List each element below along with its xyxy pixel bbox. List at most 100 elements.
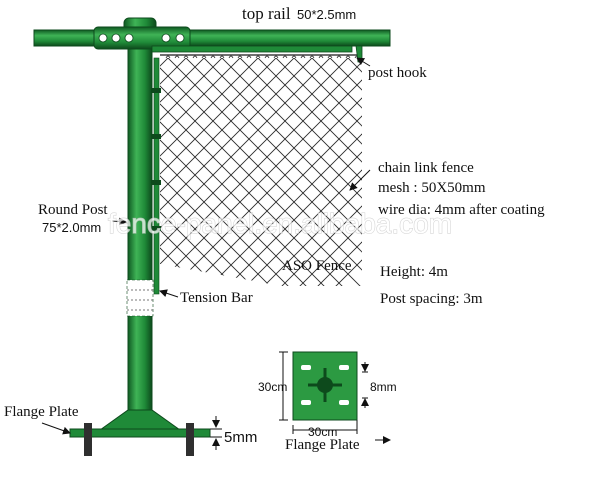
mesh-wire bbox=[160, 58, 313, 286]
mesh-knuckle bbox=[300, 55, 306, 59]
mesh-wire bbox=[160, 58, 362, 286]
mesh-wire bbox=[160, 58, 197, 286]
mesh-wire bbox=[247, 58, 362, 286]
mesh-wire bbox=[510, 40, 600, 320]
mesh-knuckle bbox=[273, 55, 279, 59]
mesh-wire bbox=[0, 40, 78, 320]
mesh-wire bbox=[0, 40, 124, 320]
mesh-wire bbox=[0, 40, 42, 320]
mesh-wire bbox=[185, 58, 362, 286]
plate-height-label: 30cm bbox=[258, 380, 287, 394]
thickness-label: 5mm bbox=[224, 429, 257, 446]
flange-plate-detail-label: Flange Plate bbox=[285, 437, 360, 453]
post-hook-clips bbox=[151, 88, 161, 231]
flange-gusset bbox=[98, 409, 182, 431]
mesh-knuckle bbox=[246, 55, 252, 59]
mesh-wire bbox=[0, 40, 142, 320]
mesh-wire bbox=[564, 40, 600, 320]
flange-plate-label-left: Flange Plate bbox=[4, 404, 79, 420]
mesh-knuckle bbox=[228, 55, 234, 59]
mesh-wire bbox=[0, 40, 6, 320]
mesh-size-label: mesh : 50X50mm bbox=[378, 180, 486, 196]
fence-side-bar bbox=[153, 57, 160, 295]
mesh-knuckle bbox=[345, 55, 351, 59]
mesh-wire bbox=[0, 40, 114, 320]
mesh-knuckle bbox=[309, 55, 315, 59]
mesh-knuckle bbox=[318, 55, 324, 59]
mesh-wire bbox=[160, 58, 359, 286]
mesh-wire bbox=[160, 58, 251, 286]
hook-clip bbox=[151, 180, 161, 185]
mesh-wire bbox=[160, 58, 241, 286]
mesh-wire bbox=[203, 58, 362, 286]
mesh-wire bbox=[0, 40, 96, 320]
mesh-wire bbox=[311, 58, 362, 286]
thickness-dimension bbox=[210, 416, 222, 450]
mesh-wire bbox=[0, 40, 24, 320]
mesh-wire bbox=[211, 58, 362, 286]
mesh-wire bbox=[229, 58, 362, 286]
detail-dimensions bbox=[279, 351, 391, 444]
post-hook-label: post hook bbox=[368, 65, 427, 81]
aso-fence-label: ASO Fence bbox=[282, 258, 352, 274]
mesh-wire bbox=[257, 58, 362, 286]
mesh-wire bbox=[0, 40, 106, 320]
mesh-wire bbox=[293, 58, 362, 286]
mesh-knuckle bbox=[255, 55, 261, 59]
mesh-knuckle bbox=[183, 55, 189, 59]
mesh-wire bbox=[167, 58, 362, 286]
mesh-knuckle bbox=[174, 55, 180, 59]
mesh-wire bbox=[193, 58, 362, 286]
mesh-wire bbox=[160, 58, 349, 286]
top-rail-size: 50*2.5mm bbox=[297, 7, 356, 22]
detail-slots bbox=[301, 365, 349, 405]
watermark: fence-panel.en.alibaba.com bbox=[108, 208, 452, 239]
connector-bolt-holes bbox=[98, 33, 185, 43]
mesh-knuckle bbox=[327, 55, 333, 59]
mesh-knuckle bbox=[201, 55, 207, 59]
mesh-wire bbox=[160, 58, 277, 286]
leader-lines bbox=[41, 57, 371, 435]
mesh-wire bbox=[160, 58, 362, 286]
mesh-wire bbox=[160, 58, 341, 286]
mesh-wire bbox=[0, 40, 70, 320]
chain-link-fence-label: chain link fence bbox=[378, 160, 474, 176]
mesh-wire bbox=[0, 40, 34, 320]
anchor-bolts bbox=[84, 423, 194, 456]
mesh-wire bbox=[160, 58, 362, 286]
mesh-wire bbox=[492, 40, 600, 320]
mesh-knuckle bbox=[192, 55, 198, 59]
mesh-knuckle bbox=[237, 55, 243, 59]
mesh-wire bbox=[474, 40, 600, 320]
mesh-wire bbox=[221, 58, 362, 286]
round-post-label: Round Post bbox=[38, 202, 108, 218]
mesh-wire bbox=[160, 58, 305, 286]
mesh-knuckle bbox=[165, 55, 171, 59]
mesh-wire bbox=[0, 40, 52, 320]
rail-connector bbox=[93, 26, 191, 50]
mesh-wire bbox=[160, 58, 223, 286]
mesh-wire bbox=[239, 58, 362, 286]
mesh-knuckle bbox=[219, 55, 225, 59]
mesh-knuckle bbox=[210, 55, 216, 59]
chain-link-mesh bbox=[0, 40, 600, 320]
hole-size-label: 8mm bbox=[370, 380, 397, 394]
hook-clip bbox=[151, 134, 161, 139]
mesh-wire bbox=[160, 58, 323, 286]
mesh-knuckle bbox=[282, 55, 288, 59]
mesh-top-knuckles bbox=[165, 55, 360, 59]
mesh-wire bbox=[301, 58, 362, 286]
mesh-wire bbox=[0, 40, 60, 320]
round-post-size: 75*2.0mm bbox=[42, 220, 101, 235]
top-rail bbox=[33, 29, 391, 47]
hook-clip bbox=[151, 88, 161, 93]
mesh-wire bbox=[582, 40, 600, 320]
mesh-wire bbox=[0, 40, 88, 320]
mesh-knuckle bbox=[264, 55, 270, 59]
wire-dia-label: wire dia: 4mm after coating bbox=[378, 202, 545, 218]
mesh-wire bbox=[160, 58, 295, 286]
mesh-wire bbox=[160, 58, 362, 286]
mesh-wire bbox=[160, 58, 331, 286]
mesh-wire bbox=[0, 40, 16, 320]
mesh-wire bbox=[160, 58, 362, 286]
